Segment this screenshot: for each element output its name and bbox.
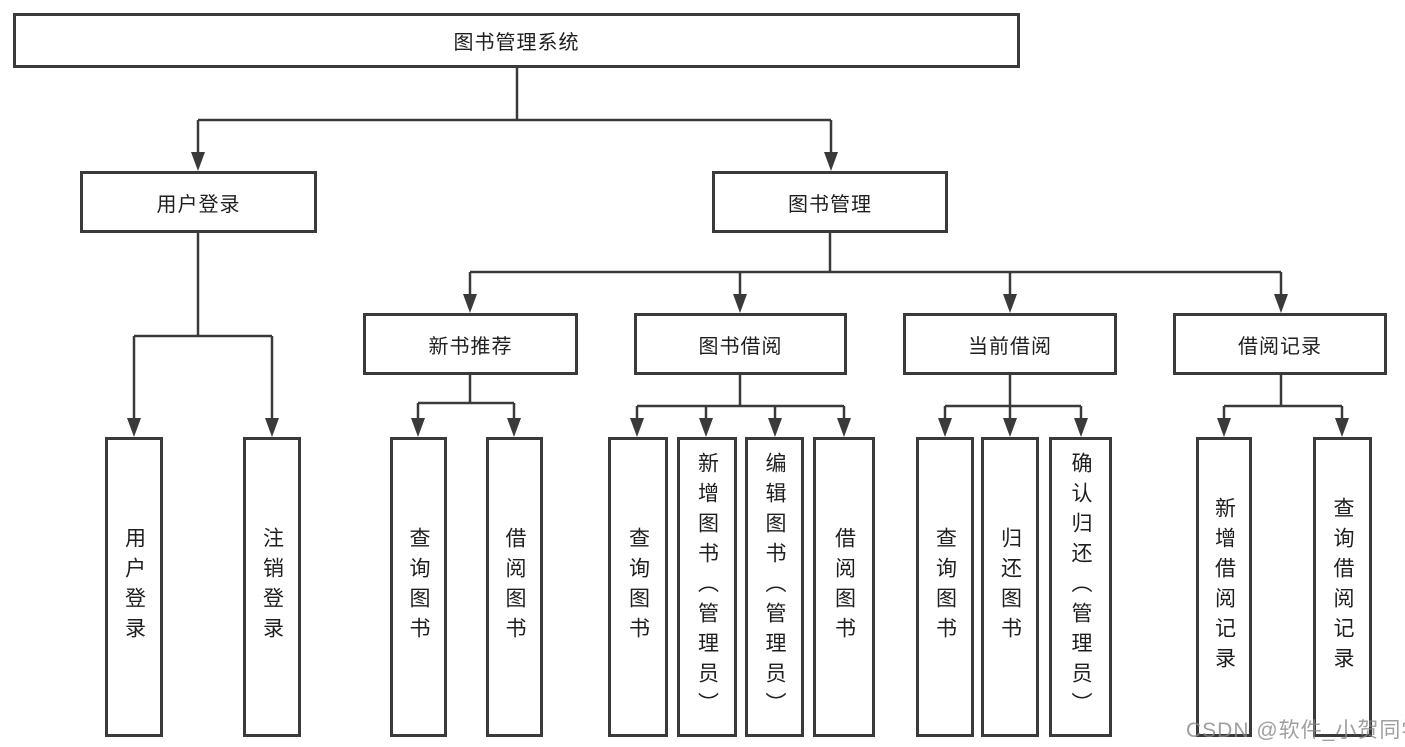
node-book-management-label: 图书管理 xyxy=(788,193,872,216)
leaf-logout: 注销登录 xyxy=(243,437,301,737)
node-current-borrow: 当前借阅 xyxy=(903,313,1117,375)
node-borrow-records-label: 借阅记录 xyxy=(1238,335,1322,358)
arrow-down-icon xyxy=(191,152,205,171)
arrow-down-icon xyxy=(733,294,747,313)
node-new-book-recommend-label: 新书推荐 xyxy=(428,335,513,358)
leaf-confirm-return-admin: 确认归还（管理员） xyxy=(1049,437,1112,737)
leaf-borrow-query-books-label: 查询图书 xyxy=(626,527,650,647)
leaf-current-query-books-label: 查询图书 xyxy=(933,527,957,647)
leaf-recommend-borrow-books: 借阅图书 xyxy=(486,437,543,737)
arrow-down-icon xyxy=(411,418,425,437)
node-current-borrow-label: 当前借阅 xyxy=(968,335,1052,358)
arrow-down-icon xyxy=(127,418,141,437)
leaf-edit-books-admin: 编辑图书（管理员） xyxy=(745,437,804,737)
arrow-down-icon xyxy=(824,152,838,171)
node-user-login-label: 用户登录 xyxy=(156,193,241,216)
node-book-borrow: 图书借阅 xyxy=(634,313,847,375)
leaf-return-books: 归还图书 xyxy=(981,437,1039,737)
arrow-down-icon xyxy=(1335,418,1349,437)
leaf-borrow-books: 借阅图书 xyxy=(813,437,875,737)
leaf-add-books-admin-label: 新增图书（管理员） xyxy=(695,452,719,722)
node-book-management: 图书管理 xyxy=(712,171,948,233)
node-user-login: 用户登录 xyxy=(80,171,317,233)
leaf-logout-label: 注销登录 xyxy=(260,527,284,647)
arrow-down-icon xyxy=(938,418,952,437)
connector-paths xyxy=(132,68,1344,419)
arrow-down-icon xyxy=(1217,418,1231,437)
node-new-book-recommend: 新书推荐 xyxy=(363,313,578,375)
arrowheads xyxy=(127,152,1349,437)
arrow-down-icon xyxy=(1274,294,1288,313)
leaf-recommend-query-books-label: 查询图书 xyxy=(407,527,430,647)
leaf-current-query-books: 查询图书 xyxy=(916,437,974,737)
leaf-recommend-borrow-books-label: 借阅图书 xyxy=(503,527,526,647)
node-borrow-records: 借阅记录 xyxy=(1173,313,1387,375)
leaf-add-borrow-record: 新增借阅记录 xyxy=(1196,437,1252,737)
node-book-borrow-label: 图书借阅 xyxy=(698,335,783,358)
leaf-add-books-admin: 新增图书（管理员） xyxy=(677,437,737,737)
arrow-down-icon xyxy=(837,418,851,437)
arrow-down-icon xyxy=(1003,294,1017,313)
arrow-down-icon xyxy=(1074,418,1088,437)
arrow-down-icon xyxy=(265,418,279,437)
arrow-down-icon xyxy=(507,418,521,437)
arrow-down-icon xyxy=(630,418,644,437)
arrow-down-icon xyxy=(768,418,782,437)
leaf-borrow-books-label: 借阅图书 xyxy=(832,527,856,647)
arrow-down-icon xyxy=(1003,418,1017,437)
leaf-user-login: 用户登录 xyxy=(105,437,163,737)
leaf-recommend-query-books: 查询图书 xyxy=(390,437,447,737)
leaf-return-books-label: 归还图书 xyxy=(998,527,1022,647)
arrow-down-icon xyxy=(699,418,713,437)
leaf-edit-books-admin-label: 编辑图书（管理员） xyxy=(763,452,786,722)
node-root: 图书管理系统 xyxy=(13,13,1020,68)
arrow-down-icon xyxy=(463,294,477,313)
leaf-query-borrow-record: 查询借阅记录 xyxy=(1313,437,1372,737)
node-root-label: 图书管理系统 xyxy=(453,32,580,54)
leaf-confirm-return-admin-label: 确认归还（管理员） xyxy=(1069,452,1092,722)
csdn-watermark: CSDN @软件_小贺同学 xyxy=(1186,719,1405,742)
leaf-query-borrow-record-label: 查询借阅记录 xyxy=(1331,497,1354,677)
leaf-add-borrow-record-label: 新增借阅记录 xyxy=(1212,497,1236,677)
leaf-user-login-label: 用户登录 xyxy=(122,527,146,647)
leaf-borrow-query-books: 查询图书 xyxy=(608,437,668,737)
